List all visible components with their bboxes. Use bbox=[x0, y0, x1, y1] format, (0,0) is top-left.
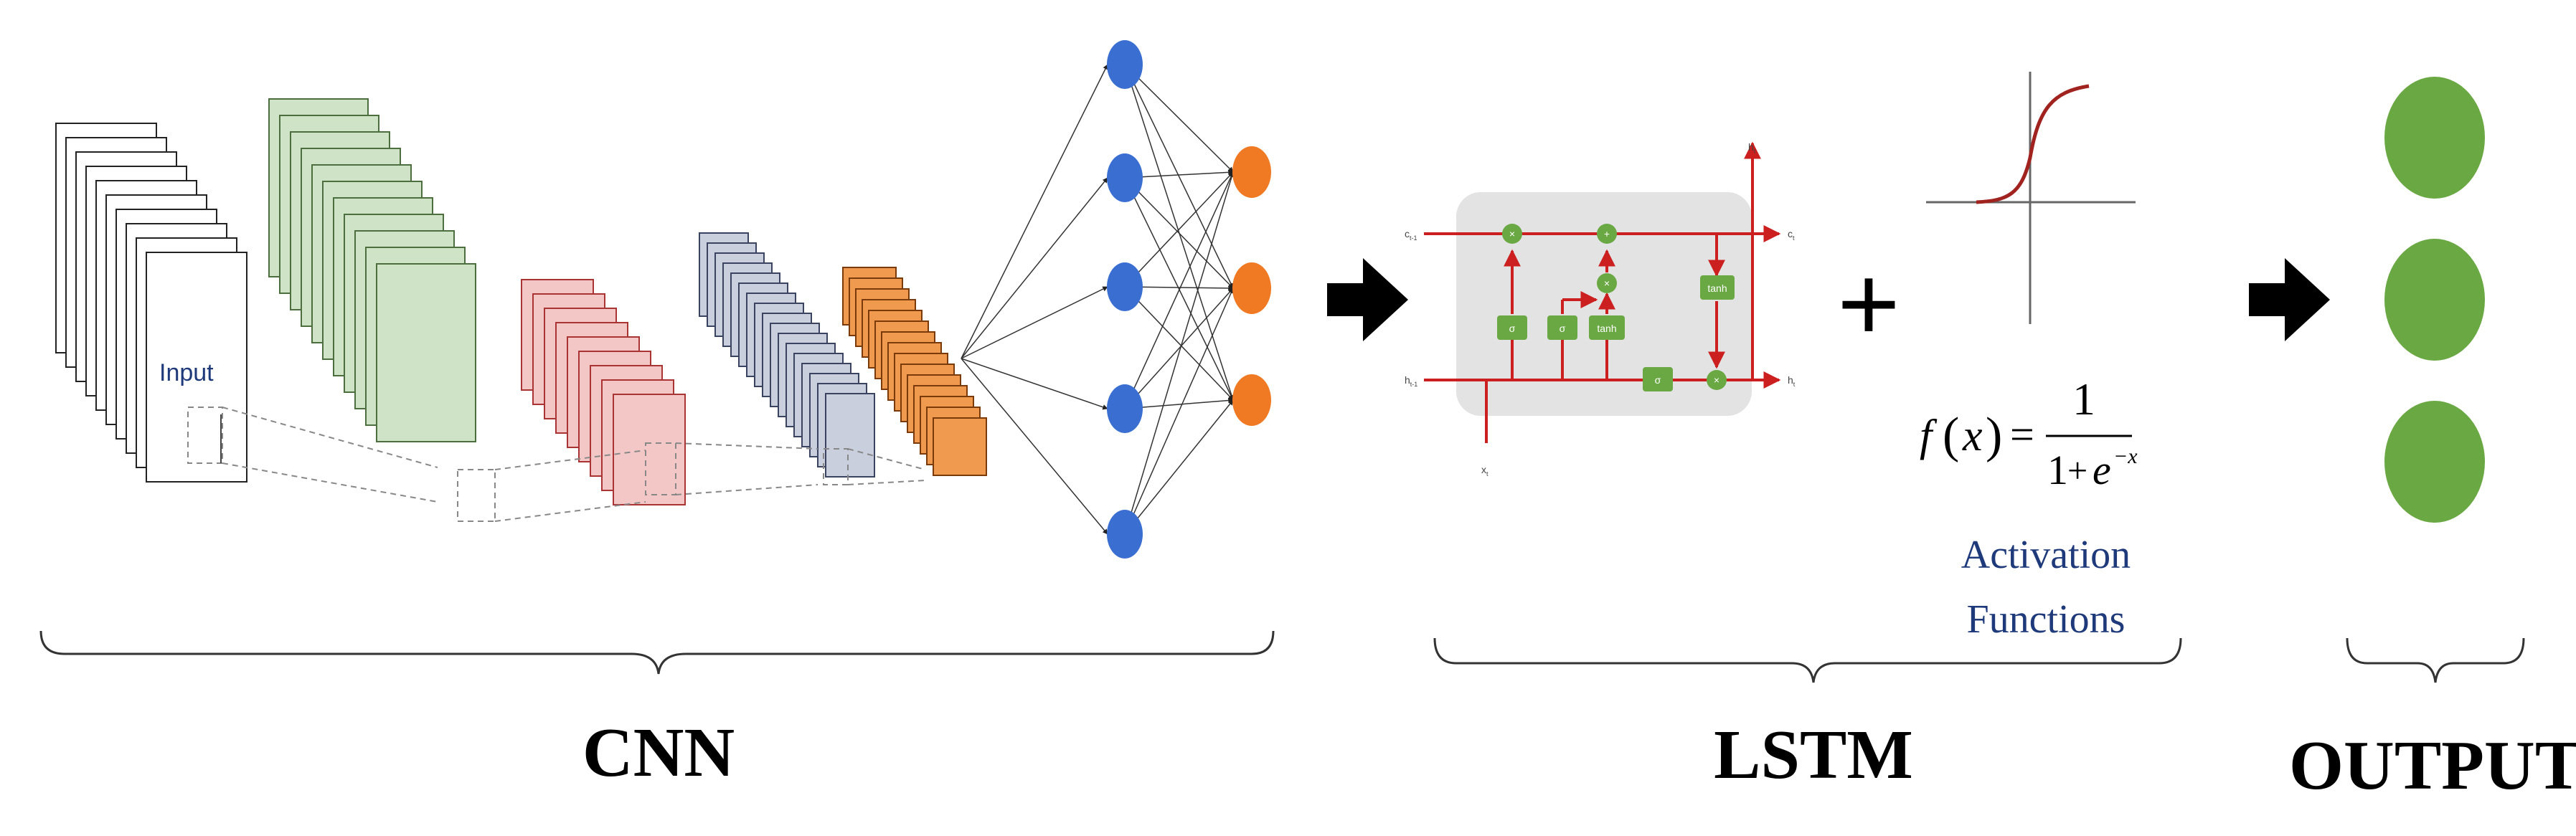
input-gate-label: σ bbox=[1560, 323, 1566, 334]
fc-output-node-2 bbox=[1232, 262, 1271, 314]
hidden-node-1 bbox=[1107, 40, 1143, 89]
activation-caption-line2: Functions bbox=[1967, 597, 2126, 642]
h-top-label: ht bbox=[1748, 141, 1756, 155]
input-multiply-node bbox=[1597, 273, 1617, 293]
formula-den-one: 1 bbox=[2047, 447, 2068, 493]
output-gate-sigma bbox=[1643, 367, 1673, 391]
fc-output-node-3 bbox=[1232, 374, 1271, 426]
lstm-section: σ σ tanh σ tanh × + × × ct-1 ct ht-1 ht … bbox=[1405, 72, 2182, 794]
c-next-label: ct bbox=[1788, 228, 1795, 242]
input-label: Input bbox=[159, 359, 214, 386]
forget-mult-label: × bbox=[1509, 228, 1515, 239]
conv-layer-2-stack bbox=[699, 232, 875, 478]
fully-connected-network bbox=[961, 40, 1271, 559]
forget-multiply-node bbox=[1502, 224, 1522, 244]
pool1-map-9 bbox=[613, 394, 686, 505]
candidate-tanh-label: tanh bbox=[1597, 323, 1616, 334]
hidden-node-4 bbox=[1107, 384, 1143, 433]
formula-x: x bbox=[1962, 412, 1983, 460]
sigmoid-plot bbox=[1926, 72, 2136, 324]
hidden-node-3 bbox=[1107, 262, 1143, 311]
pool-layer-2-stack bbox=[842, 267, 987, 476]
output-node-3 bbox=[2384, 401, 2485, 523]
input-map-10 bbox=[146, 252, 247, 483]
output-section-label: OUTPUT bbox=[2289, 727, 2576, 804]
formula-close-paren: ) bbox=[1986, 408, 2002, 463]
conv1-map-11 bbox=[376, 263, 476, 442]
conv-layer-1-stack bbox=[268, 98, 476, 442]
output-brace bbox=[2346, 637, 2525, 683]
forget-gate-sigma bbox=[1497, 315, 1527, 340]
candidate-tanh bbox=[1589, 315, 1625, 340]
formula-den-exp: −x bbox=[2113, 445, 2138, 468]
cnn-section-label: CNN bbox=[582, 714, 735, 792]
x-input-label: xt bbox=[1481, 464, 1488, 478]
formula-equals: = bbox=[2010, 411, 2034, 458]
lstm-section-label: LSTM bbox=[1714, 716, 1913, 794]
output-node-1 bbox=[2384, 77, 2485, 199]
formula-den-plus: + bbox=[2067, 450, 2087, 490]
plus-sign: + bbox=[1837, 243, 1900, 364]
formula-f: f bbox=[1920, 412, 1938, 460]
cell-add-node bbox=[1597, 224, 1617, 244]
hidden-node-5 bbox=[1107, 510, 1143, 559]
input-mult-label: × bbox=[1604, 277, 1610, 289]
lstm-brace bbox=[1433, 637, 2182, 683]
formula-open-paren: ( bbox=[1943, 408, 1959, 463]
cell-tanh bbox=[1700, 275, 1735, 300]
fc-output-node-1 bbox=[1232, 146, 1271, 198]
arrow-cnn-to-lstm bbox=[1327, 258, 1408, 341]
output-node-2 bbox=[2384, 239, 2485, 361]
cnn-brace bbox=[39, 630, 1275, 675]
output-multiply-node bbox=[1707, 370, 1727, 390]
h-prev-label: ht-1 bbox=[1405, 374, 1417, 388]
cell-tanh-label: tanh bbox=[1707, 282, 1727, 294]
cnn-section: Input CNN bbox=[39, 40, 1275, 792]
formula-den-e: e bbox=[2093, 447, 2111, 493]
formula-numerator: 1 bbox=[2072, 374, 2095, 424]
conv2-map-17 bbox=[825, 393, 875, 478]
lstm-gates bbox=[1497, 224, 1735, 391]
sigmoid-formula: f ( x ) = 1 1 + e −x bbox=[1920, 374, 2138, 493]
pool2-map-15 bbox=[933, 417, 987, 476]
input-gate-sigma bbox=[1547, 315, 1577, 340]
pool-layer-1-stack bbox=[521, 279, 686, 505]
c-prev-label: ct-1 bbox=[1405, 228, 1417, 242]
output-section: OUTPUT bbox=[2289, 77, 2576, 804]
receptive-field-projections bbox=[187, 407, 926, 522]
forget-gate-label: σ bbox=[1509, 323, 1516, 334]
activation-caption-line1: Activation bbox=[1961, 533, 2131, 577]
output-mult-label: × bbox=[1714, 374, 1719, 386]
input-feature-stack bbox=[55, 123, 247, 483]
sigmoid-curve bbox=[1976, 84, 2090, 204]
cell-add-label: + bbox=[1604, 228, 1610, 239]
hidden-node-2 bbox=[1107, 153, 1143, 202]
h-next-label: ht bbox=[1788, 374, 1796, 388]
output-gate-label: σ bbox=[1655, 374, 1661, 386]
arrow-lstm-to-output bbox=[2249, 258, 2330, 341]
